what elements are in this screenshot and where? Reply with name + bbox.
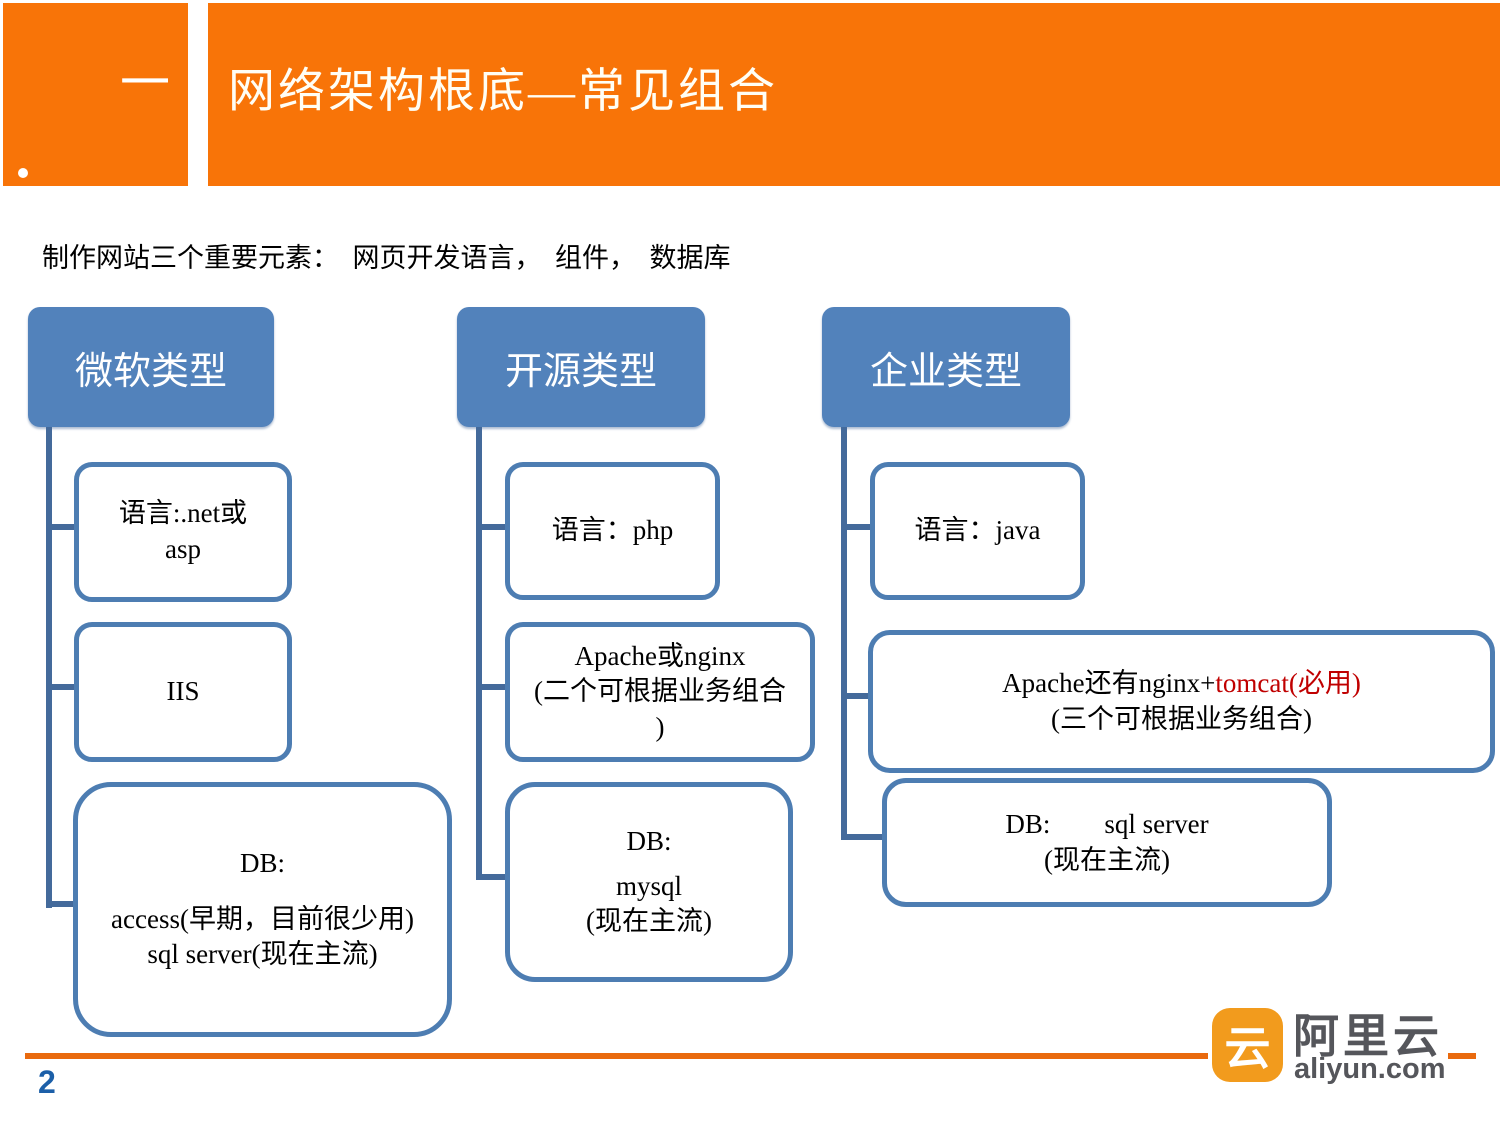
box-text-line: access(早期，目前很少用) [111, 903, 414, 934]
column-title: 开源类型 [504, 350, 657, 393]
connector-column-1-stub-2 [46, 684, 76, 690]
connector-column-1-vertical [46, 427, 52, 908]
column-1-box-webserver: IIS [74, 622, 292, 762]
column-3-title-box: 企业类型 [822, 307, 1070, 427]
column-title: 微软类型 [74, 350, 227, 393]
footer-divider-right [1448, 1053, 1476, 1059]
box-text-highlight: tomcat(必用) [1215, 667, 1361, 698]
box-text-segment: Apache还有nginx+ [1002, 667, 1216, 698]
box-text-line: (二个可根据业务组合 [534, 676, 786, 707]
header-bar: 网络架构根底—常见组合 [208, 3, 1500, 186]
connector-column-2-vertical [476, 427, 482, 880]
box-text-line: 语言:.net或 [118, 498, 248, 529]
box-text-line: asp [165, 534, 201, 564]
box-text-line: (现在主流) [586, 906, 712, 937]
column-title: 企业类型 [869, 350, 1022, 393]
box-text-line: DB: [626, 826, 672, 857]
section-number-block: 一 [3, 3, 188, 186]
intro-text: 制作网站三个重要元素： 网页开发语言， 组件， 数据库 [42, 243, 731, 273]
box-text-line: ) [655, 711, 665, 742]
box-text-line: DB: [239, 848, 285, 879]
aliyun-logo-domain: aliyun.com [1294, 1053, 1446, 1085]
column-1-box-database: DB: access(早期，目前很少用) sql server(现在主流) [73, 782, 452, 1037]
aliyun-logo-text: 阿里云 [1293, 1010, 1443, 1062]
connector-column-2-stub-2 [476, 684, 508, 690]
column-3-box-language: 语言：java [870, 462, 1085, 600]
column-3-box-webserver: Apache还有nginx+tomcat(必用) (三个可根据业务组合) [868, 630, 1495, 773]
aliyun-logo-icon: 云 [1212, 1008, 1283, 1082]
column-2-box-webserver: Apache或nginx (二个可根据业务组合 ) [505, 622, 815, 762]
connector-column-3-stub-1 [841, 524, 873, 530]
column-2-title-box: 开源类型 [457, 307, 705, 427]
box-text-line: Apache还有nginx+tomcat(必用) [1002, 666, 1361, 702]
column-1-title-box: 微软类型 [28, 307, 274, 427]
footer-divider-left [25, 1053, 1208, 1059]
box-text-line: sql server(现在主流) [147, 939, 378, 970]
page-title: 网络架构根底—常见组合 [228, 66, 778, 118]
column-3-box-database: DB: sql server (现在主流) [882, 778, 1332, 907]
connector-column-1-stub-3 [46, 901, 76, 907]
box-text-line: mysql [615, 870, 682, 901]
connector-column-3-stub-3 [841, 834, 885, 840]
box-text-line: (现在主流) [1044, 844, 1170, 875]
column-2-box-language: 语言：php [505, 462, 720, 600]
aliyun-cloud-glyph: 云 [1224, 1022, 1271, 1074]
connector-column-2-stub-1 [476, 524, 508, 530]
column-1-box-language: 语言:.net或 asp [74, 462, 292, 602]
box-text-line: DB: sql server [1005, 808, 1209, 839]
column-2-box-database: DB: mysql (现在主流) [505, 782, 793, 982]
connector-column-3-vertical [841, 427, 847, 840]
connector-column-1-stub-1 [46, 524, 76, 530]
bullet-dot [18, 168, 28, 178]
box-text-line: (三个可根据业务组合) [1051, 703, 1312, 734]
connector-column-2-stub-3 [476, 874, 508, 880]
page-number: 2 [38, 1064, 56, 1100]
section-number: 一 [120, 55, 170, 111]
box-text-line: 语言：php [551, 515, 674, 546]
box-text-line: IIS [166, 676, 200, 707]
box-text-line: 语言：java [914, 515, 1041, 546]
connector-column-3-stub-2 [841, 693, 871, 699]
box-text-line: Apache或nginx [574, 640, 746, 671]
